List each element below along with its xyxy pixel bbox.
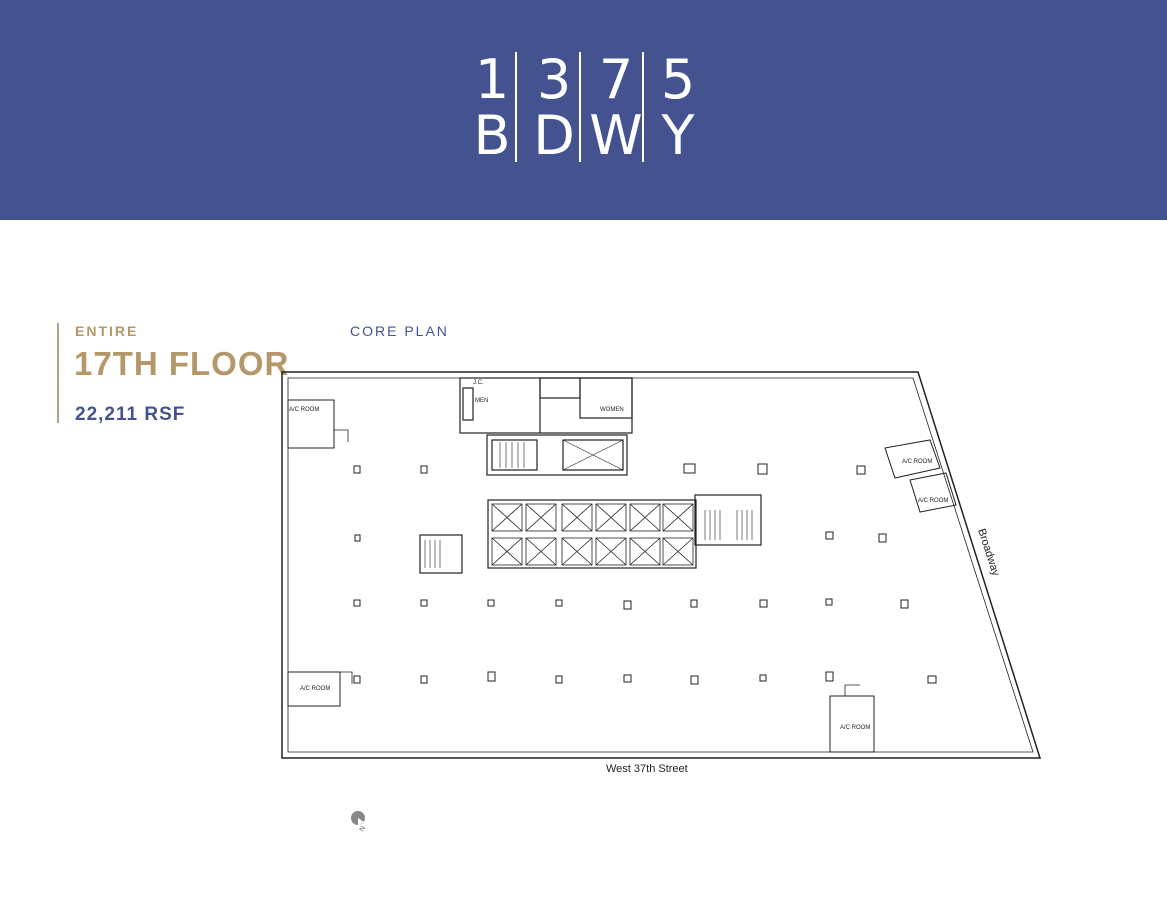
restroom-core bbox=[459, 377, 633, 434]
street-label-east: Broadway bbox=[975, 527, 1002, 578]
ac-room-nw bbox=[287, 399, 335, 449]
logo-char: B bbox=[473, 104, 511, 167]
men-room-label: MEN bbox=[475, 398, 488, 404]
logo-divider bbox=[579, 52, 581, 162]
elevator-bank bbox=[487, 499, 697, 569]
ac-room-sw bbox=[287, 671, 341, 707]
plan-interior-wall bbox=[287, 377, 1034, 753]
structural-columns bbox=[353, 463, 937, 685]
ac-room-ne-2 bbox=[909, 472, 957, 513]
ac-room-ne-label: A/C ROOM bbox=[918, 498, 948, 504]
plan-type-label: CORE PLAN bbox=[350, 323, 449, 339]
floor-plan: A/C ROOM A/C ROOM A/C ROOM A/C ROOM A/C … bbox=[281, 371, 1042, 833]
plan-exterior-wall bbox=[281, 371, 1042, 759]
janitor-closet-label: J.C. bbox=[473, 380, 484, 386]
logo-divider bbox=[642, 52, 644, 162]
building-logo: 1 3 7 5 B D W Y bbox=[462, 52, 706, 164]
logo-char: D bbox=[533, 104, 575, 167]
ac-room-nw-label: A/C ROOM bbox=[289, 407, 319, 413]
street-label-south: West 37th Street bbox=[606, 763, 688, 775]
side-accent-rule bbox=[57, 323, 59, 423]
stair-core-north bbox=[486, 434, 628, 476]
ac-room-sw-label: A/C ROOM bbox=[300, 686, 330, 692]
header-banner: 1 3 7 5 B D W Y bbox=[0, 0, 1167, 220]
logo-char: Y bbox=[661, 104, 695, 167]
ac-room-ne-1 bbox=[884, 439, 941, 479]
logo-char: W bbox=[589, 104, 643, 167]
stair-west bbox=[419, 534, 463, 574]
north-arrow-icon: N bbox=[351, 811, 367, 833]
stair-core-east bbox=[694, 494, 762, 546]
rsf-value: 22,211 RSF bbox=[75, 404, 186, 425]
ac-room-s bbox=[829, 695, 875, 753]
logo-divider bbox=[515, 52, 517, 162]
entire-label: ENTIRE bbox=[75, 323, 139, 339]
women-room-label: WOMEN bbox=[600, 407, 624, 413]
compass-label: N bbox=[359, 825, 368, 833]
ac-room-ne-label: A/C ROOM bbox=[902, 459, 932, 465]
floor-title: 17TH FLOOR bbox=[74, 345, 290, 382]
logo-char: 3 bbox=[536, 48, 572, 111]
ac-room-s-label: A/C ROOM bbox=[840, 725, 870, 731]
logo-char: 1 bbox=[474, 48, 510, 111]
logo-char: 7 bbox=[598, 48, 634, 111]
logo-char: 5 bbox=[660, 48, 696, 111]
